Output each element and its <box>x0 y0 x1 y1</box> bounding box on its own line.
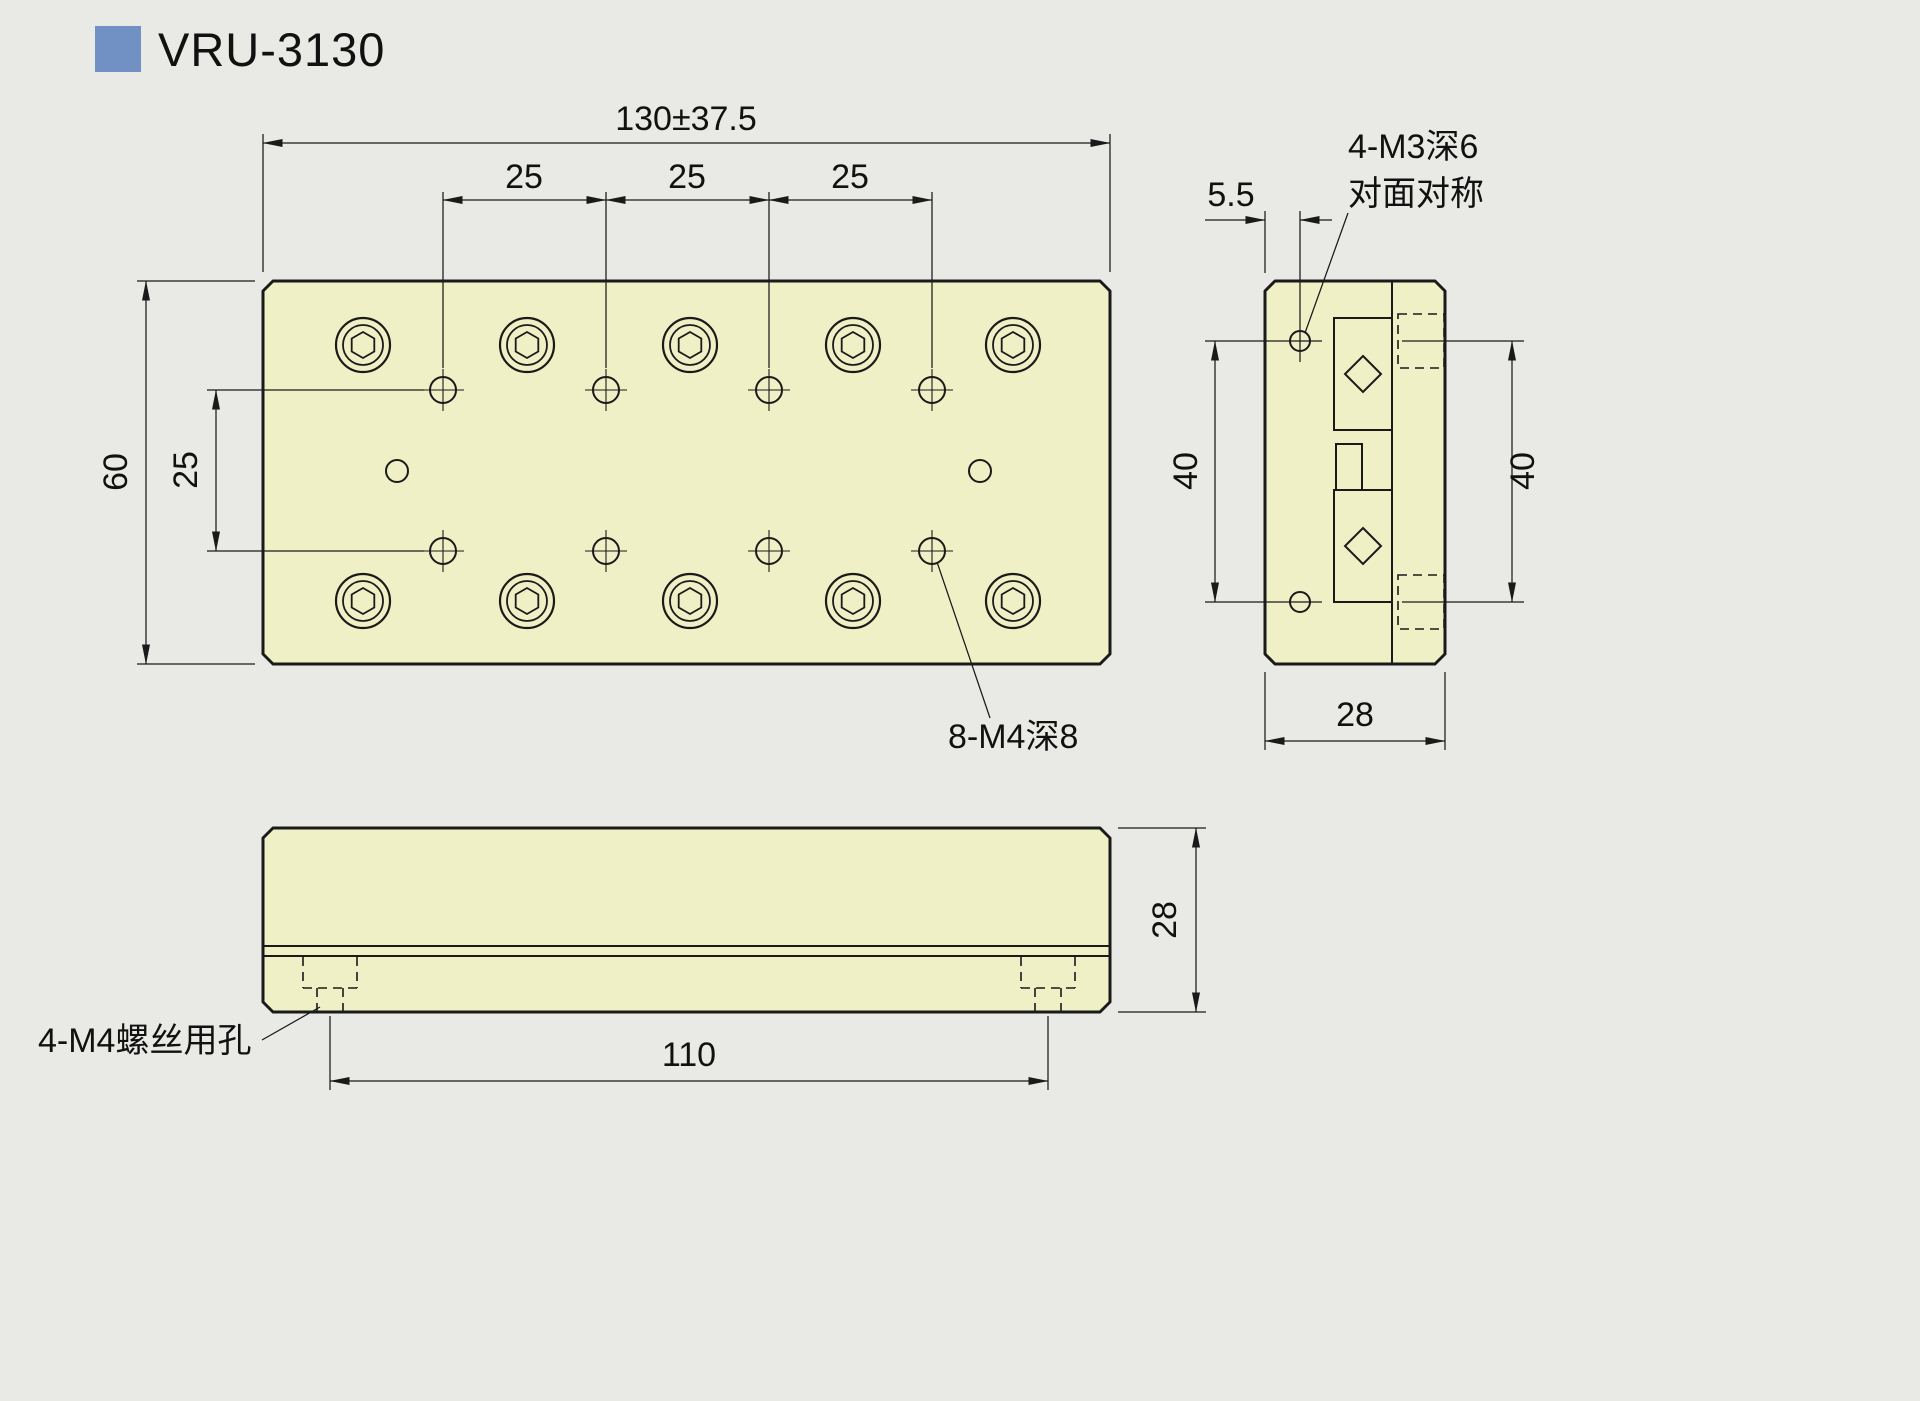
dim-overall-width-text: 130±37.5 <box>615 100 757 138</box>
dim-hole-span-left: 40 <box>1167 340 1322 603</box>
callout-screw-holes-text: 4-M4螺丝用孔 <box>38 1022 251 1060</box>
rail-cross-section <box>1333 317 1393 603</box>
roller-top <box>1343 354 1383 394</box>
dim-side-width: 28 <box>1264 672 1446 750</box>
callout-screw-holes: 4-M4螺丝用孔 <box>38 1006 321 1060</box>
screw-clearance-holes-hidden <box>302 957 1076 1012</box>
dim-hole-span-left-text: 40 <box>1167 452 1205 490</box>
callout-side-holes-line1: 4-M3深6 <box>1348 128 1478 166</box>
side-view-outline <box>1263 279 1447 666</box>
callout-tapped-holes-text: 8-M4深8 <box>948 718 1078 756</box>
dim-overall-width: 130±37.5 <box>262 100 1111 272</box>
m3-hole-hidden <box>1397 574 1445 630</box>
dim-front-height-text: 28 <box>1146 901 1184 939</box>
callout-side-holes: 4-M3深6 对面对称 <box>1304 128 1484 334</box>
front-view-outline <box>261 826 1112 1014</box>
top-view-outline <box>261 279 1112 666</box>
roller-bottom <box>1343 526 1383 566</box>
dim-row-pitch-text: 25 <box>167 451 205 489</box>
dim-hole-span-right-text: 40 <box>1504 452 1542 490</box>
dim-hole-offset: 5.5 <box>1205 176 1332 362</box>
dim-hole-pitch-1-text: 25 <box>505 158 543 196</box>
dim-hole-pitch-3-text: 25 <box>831 158 869 196</box>
dim-hole-span-right: 40 <box>1402 340 1542 603</box>
dim-overall-height: 60 <box>97 280 255 665</box>
dim-screw-pitch: 110 <box>329 1016 1049 1090</box>
dim-hole-pitches: 25 25 25 <box>442 158 933 368</box>
callout-side-holes-line2: 对面对称 <box>1348 175 1484 213</box>
page-title: VRU-3130 <box>158 23 385 76</box>
title-block: VRU-3130 <box>95 23 385 76</box>
dim-hole-pitch-2-text: 25 <box>668 158 706 196</box>
front-view: 4-M4螺丝用孔 110 28 <box>38 826 1206 1090</box>
dim-overall-height-text: 60 <box>97 453 135 491</box>
dim-row-pitch: 25 <box>167 389 424 552</box>
callout-tapped-holes: 8-M4深8 <box>936 561 1078 756</box>
top-view: 130±37.5 25 25 25 60 25 <box>97 100 1112 756</box>
dim-screw-pitch-text: 110 <box>662 1036 716 1074</box>
title-bullet-square <box>95 26 141 72</box>
side-view: 5.5 4-M3深6 对面对称 40 40 28 <box>1167 128 1542 750</box>
dim-hole-offset-text: 5.5 <box>1207 176 1254 214</box>
dim-side-width-text: 28 <box>1336 696 1374 734</box>
dim-front-height: 28 <box>1118 827 1206 1013</box>
m3-hole-hidden <box>1397 313 1445 369</box>
